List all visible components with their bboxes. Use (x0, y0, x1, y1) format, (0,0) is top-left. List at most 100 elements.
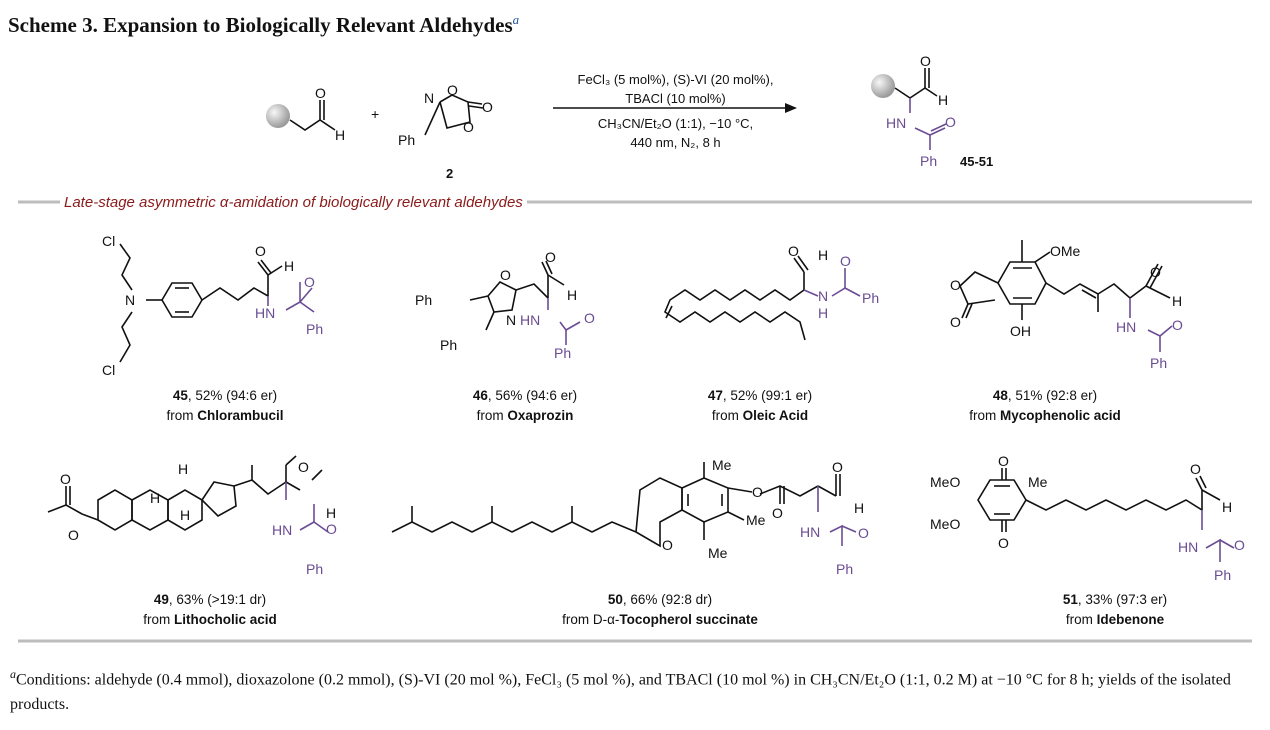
svg-text:H: H (178, 461, 188, 477)
atom-o: O (315, 85, 326, 101)
svg-text:N: N (506, 312, 516, 328)
svg-text:H: H (180, 507, 190, 523)
svg-text:HN: HN (1178, 539, 1198, 555)
svg-text:H: H (818, 305, 828, 321)
svg-text:H: H (284, 258, 294, 274)
svg-text:HN: HN (1116, 319, 1136, 335)
product-caption-48: 48, 51% (92:8 er) from Mycophenolic acid (969, 388, 1121, 423)
svg-text:Ph: Ph (862, 290, 879, 306)
atom-o: O (447, 82, 458, 98)
atom-hn: HN (886, 115, 906, 131)
svg-text:HN: HN (255, 305, 275, 321)
atom-o: O (463, 119, 474, 135)
svg-text:O: O (840, 253, 851, 269)
svg-text:O: O (950, 314, 961, 330)
structure-49 (47, 455, 323, 531)
svg-text:HN: HN (520, 312, 540, 328)
product-caption-49: 49, 63% (>19:1 dr) from Lithocholic acid (143, 592, 277, 627)
structure-51 (977, 468, 1221, 532)
svg-text:O: O (752, 484, 763, 500)
atom-ph: Ph (398, 132, 415, 148)
svg-text:O: O (662, 537, 673, 553)
aldehyde-substrate (266, 100, 336, 131)
arrowhead (785, 103, 797, 113)
atom-o: O (482, 99, 493, 115)
svg-text:Cl: Cl (102, 233, 115, 249)
svg-text:Ph: Ph (836, 561, 853, 577)
svg-text:Ph: Ph (554, 345, 571, 361)
svg-text:OMe: OMe (1050, 243, 1081, 259)
svg-text:O: O (858, 525, 869, 541)
svg-text:O: O (788, 243, 799, 259)
product-generic: O H HN O Ph (871, 53, 956, 169)
svg-text:MeO: MeO (930, 474, 960, 490)
svg-text:MeO: MeO (930, 516, 960, 532)
atom-h: H (938, 92, 948, 108)
svg-text:OH: OH (1010, 323, 1031, 339)
svg-text:O: O (950, 277, 961, 293)
product-caption-47: 47, 52% (99:1 er) from Oleic Acid (707, 388, 813, 423)
svg-text:O: O (545, 249, 556, 265)
svg-text:O: O (255, 243, 266, 259)
svg-text:H: H (150, 490, 160, 506)
structure-46 (469, 260, 565, 331)
svg-text:O: O (500, 267, 511, 283)
svg-text:N: N (125, 292, 135, 308)
product-caption-51: 51, 33% (97:3 er) from Idebenone (1062, 592, 1168, 627)
svg-text:H: H (326, 505, 336, 521)
structure-45 (119, 243, 283, 363)
dioxazolone-2 (424, 94, 484, 136)
svg-text:O: O (60, 471, 71, 487)
section-header: Late-stage asymmetric α-amidation of bio… (60, 194, 527, 211)
svg-text:O: O (1150, 264, 1161, 280)
svg-text:H: H (567, 287, 577, 303)
scheme-title: Scheme 3. Expansion to Biologically Rele… (8, 12, 520, 37)
footnote-mark: a (512, 12, 520, 27)
svg-text:O: O (998, 535, 1009, 551)
atom-o: O (920, 53, 931, 69)
svg-text:O: O (326, 521, 337, 537)
svg-text:HN: HN (272, 522, 292, 538)
reagent-label: 2 (446, 166, 453, 181)
svg-text:O: O (1190, 461, 1201, 477)
plus-sign: + (371, 106, 379, 122)
svg-text:O: O (1234, 537, 1245, 553)
conditions-above: FeCl₃ (5 mol%), (S)-VI (20 mol%),TBACl (… (577, 72, 774, 106)
conditions-below: CH₃CN/Et₂O (1:1), −10 °C,440 nm, N₂, 8 h (597, 116, 754, 150)
svg-text:Ph: Ph (1150, 355, 1167, 371)
svg-text:O: O (68, 527, 79, 543)
svg-text:Me: Me (1028, 474, 1048, 490)
structure-47 (664, 255, 809, 341)
svg-text:H: H (1222, 499, 1232, 515)
svg-text:Ph: Ph (306, 321, 323, 337)
svg-text:Ph: Ph (440, 337, 457, 353)
atom-h: H (335, 127, 345, 143)
svg-text:N: N (818, 288, 828, 304)
atom-ph: Ph (920, 153, 937, 169)
product-caption-50: 50, 66% (92:8 dr) from D-α-Tocopherol su… (562, 592, 758, 627)
svg-text:Me: Me (746, 512, 766, 528)
svg-text:O: O (1172, 317, 1183, 333)
svg-text:O: O (772, 505, 783, 521)
svg-text:O: O (298, 459, 309, 475)
svg-text:O: O (304, 274, 315, 290)
product-caption-46: 46, 56% (94:6 er) from Oxaprozin (472, 388, 578, 423)
svg-text:H: H (1172, 293, 1182, 309)
svg-text:O: O (832, 459, 843, 475)
svg-text:Ph: Ph (306, 561, 323, 577)
svg-text:Me: Me (712, 457, 732, 473)
svg-text:Me: Me (708, 545, 728, 561)
substituent-sphere (266, 104, 290, 128)
atom-n: N (424, 90, 434, 106)
footnote: aConditions: aldehyde (0.4 mmol), dioxaz… (10, 667, 1231, 714)
svg-text:Cl: Cl (102, 362, 115, 378)
svg-text:O: O (998, 453, 1009, 469)
svg-text:Ph: Ph (1214, 567, 1231, 583)
svg-text:Ph: Ph (415, 292, 432, 308)
product-label: 45-51 (960, 154, 993, 169)
svg-text:H: H (818, 247, 828, 263)
svg-text:O: O (584, 310, 595, 326)
svg-text:HN: HN (800, 524, 820, 540)
svg-text:H: H (854, 500, 864, 516)
